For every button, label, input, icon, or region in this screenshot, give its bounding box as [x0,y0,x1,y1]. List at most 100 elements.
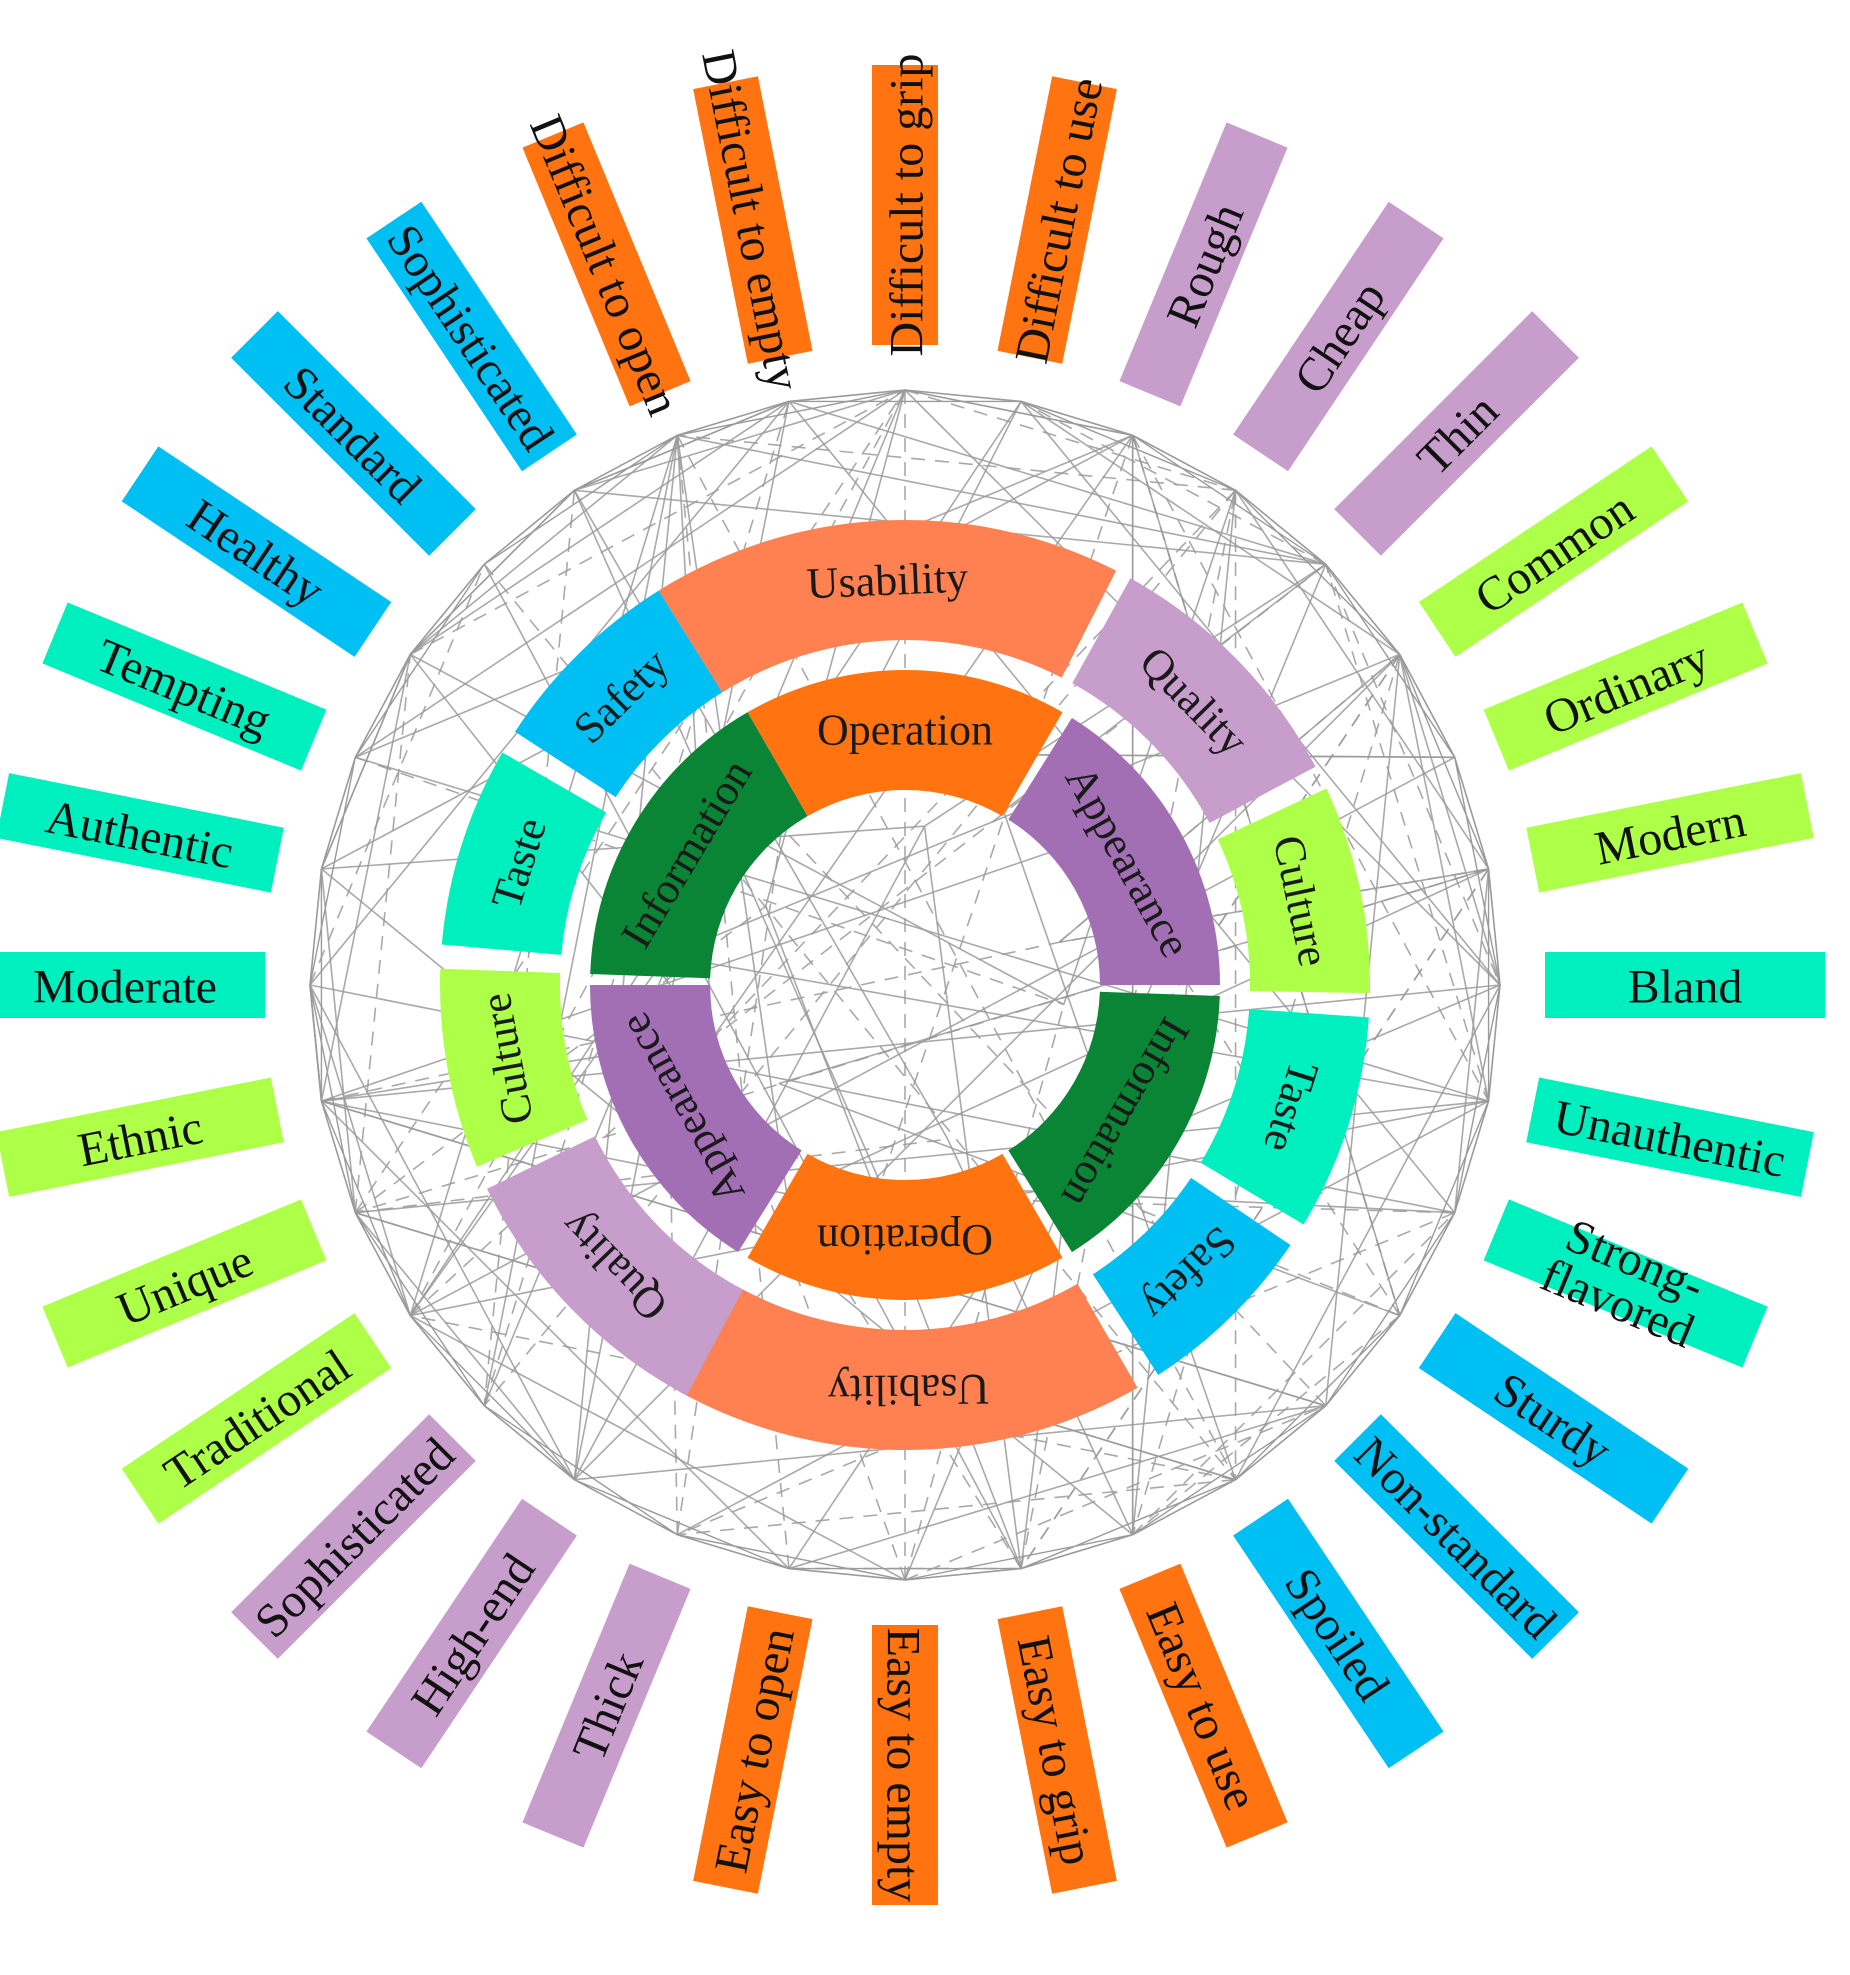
connection-line [904,1404,1327,1581]
middle-segment-safety-9 [515,590,723,798]
perimeter-line [1020,400,1133,437]
outer-label-standard-28-box [231,311,476,556]
outer-label-sophisticated-29-text: Sophisticated [376,215,564,459]
perimeter-line [483,1405,678,1536]
inner-segment-appearance-4 [590,985,802,1253]
perimeter-line [354,563,485,758]
perimeter-line [574,434,678,491]
outer-label-bland-8-text: Bland [1628,961,1743,1014]
outer-label-sophisticated-29-box [366,201,577,472]
perimeter-line [1399,1100,1490,1316]
outer-label-sophisticated-20: Sophisticated [231,1414,476,1659]
connection-line [320,868,357,1213]
outer-label-sophisticated-20-box [231,1414,476,1659]
outer-label-tempting-26: Tempting [42,602,327,771]
outer-label-standard-28-text: Standard [273,356,431,514]
outer-label-standard-28: Standard [231,311,476,556]
connection-line [409,1314,906,1581]
perimeter-line [409,1315,485,1407]
connection-line [1132,1314,1401,1536]
inner-segment-information-5 [590,712,808,979]
outer-label-traditional-21-box [121,1313,392,1524]
perimeter-line [320,1100,357,1213]
connection-line [1131,434,1490,1102]
outer-label-high-end-19-text: High-end [401,1545,546,1725]
outer-label-strong-flavored-10: Strong-flavored [1483,1199,1768,1368]
outer-label-easy-to-empty-16: Easy to empty [872,1625,938,1905]
perimeter-line [354,654,411,758]
perimeter-line [904,1534,1133,1581]
outer-label-unique-22-box [42,1199,327,1368]
connection-line [788,1404,1326,1570]
perimeter-line [1132,1479,1236,1536]
connection-line [1234,489,1490,870]
inner-segment-operation-0 [747,670,1063,817]
outer-label-difficult-to-empty-31-text: Difficult to empty [691,46,810,395]
perimeter-line [1453,1100,1490,1213]
connection-line [1132,1212,1456,1536]
outer-label-authentic-25-box [0,773,284,893]
outer-label-bland-8: Bland [1545,952,1825,1018]
outer-label-unauthentic-9: Unauthentic [1526,1077,1814,1197]
perimeter-line [1235,489,1401,655]
connection-line [320,654,412,1102]
perimeter-line [1454,757,1501,986]
connection-line [309,984,576,1481]
outer-label-easy-to-open-17: Easy to open [693,1606,813,1894]
outer-label-common-5-box [1418,446,1689,657]
connection-line [354,389,906,1214]
outer-label-easy-to-use-14-box [1119,1563,1288,1848]
connection-line [309,563,486,986]
inner-ring: OperationAppearanceInformationOperationA… [590,670,1220,1300]
outer-label-difficult-to-open-30: Difficult to open [519,108,691,423]
outer-label-easy-to-grip-15-box [997,1606,1117,1894]
outer-label-ethnic-23-box [0,1077,284,1197]
connection-line [354,905,767,1214]
perimeter-line [1399,1212,1456,1316]
perimeter-line [483,434,678,565]
perimeter-line [677,1534,906,1581]
outer-label-spoiled-13: Spoiled [1233,1498,1444,1769]
perimeter-line [309,984,356,1213]
perimeter-line [1487,984,1501,1102]
perimeter-line [1235,1315,1401,1481]
connection-line [677,1478,1236,1536]
middle-segment-usability-0 [658,519,1117,693]
outer-label-rough-2: Rough [1119,122,1288,407]
perimeter-line [788,1567,906,1581]
connection-line [1324,563,1501,986]
outer-label-difficult-to-grip-0-box [872,65,938,345]
connection-line [1020,400,1401,656]
connection-line [355,1138,948,1214]
outer-label-tempting-26-box [42,602,327,771]
middle-segment-quality-1 [1072,578,1316,824]
outer-label-difficult-to-grip-0-text: Difficult to grip [881,53,934,356]
outer-label-difficult-to-use-1: Difficult to use [997,73,1117,368]
perimeter-line [409,1315,575,1481]
outer-label-difficult-to-use-1-box [997,76,1117,364]
connection-line [904,389,1236,492]
perimeter-line [1132,434,1327,565]
outer-label-cheap-3: Cheap [1233,201,1444,472]
outer-label-high-end-19-box [366,1498,577,1769]
outer-label-sophisticated-20-text: Sophisticated [245,1428,465,1648]
outer-label-common-5: Common [1418,446,1689,657]
middle-segment-culture-2 [1217,788,1371,994]
perimeter-line [574,1479,678,1536]
perimeter-line [677,389,906,436]
perimeter-line [1020,400,1236,491]
perimeter-line [309,868,323,986]
outer-label-easy-to-empty-16-text: Easy to empty [877,1628,930,1903]
connection-line [321,941,1060,1102]
perimeter-line [904,1567,1022,1581]
outer-label-cheap-3-box [1233,201,1444,472]
outer-label-sturdy-11: Sturdy [1418,1313,1689,1524]
middle-segment-taste-8 [441,752,607,955]
perimeter-line [309,757,356,986]
outer-label-thick-18-box [522,1563,691,1848]
inner-segment-operation-0-label: Operation [817,706,993,755]
connection-line [483,435,679,1406]
outer-label-ordinary-6-text: Ordinary [1536,631,1716,746]
connection-line [1020,400,1327,565]
